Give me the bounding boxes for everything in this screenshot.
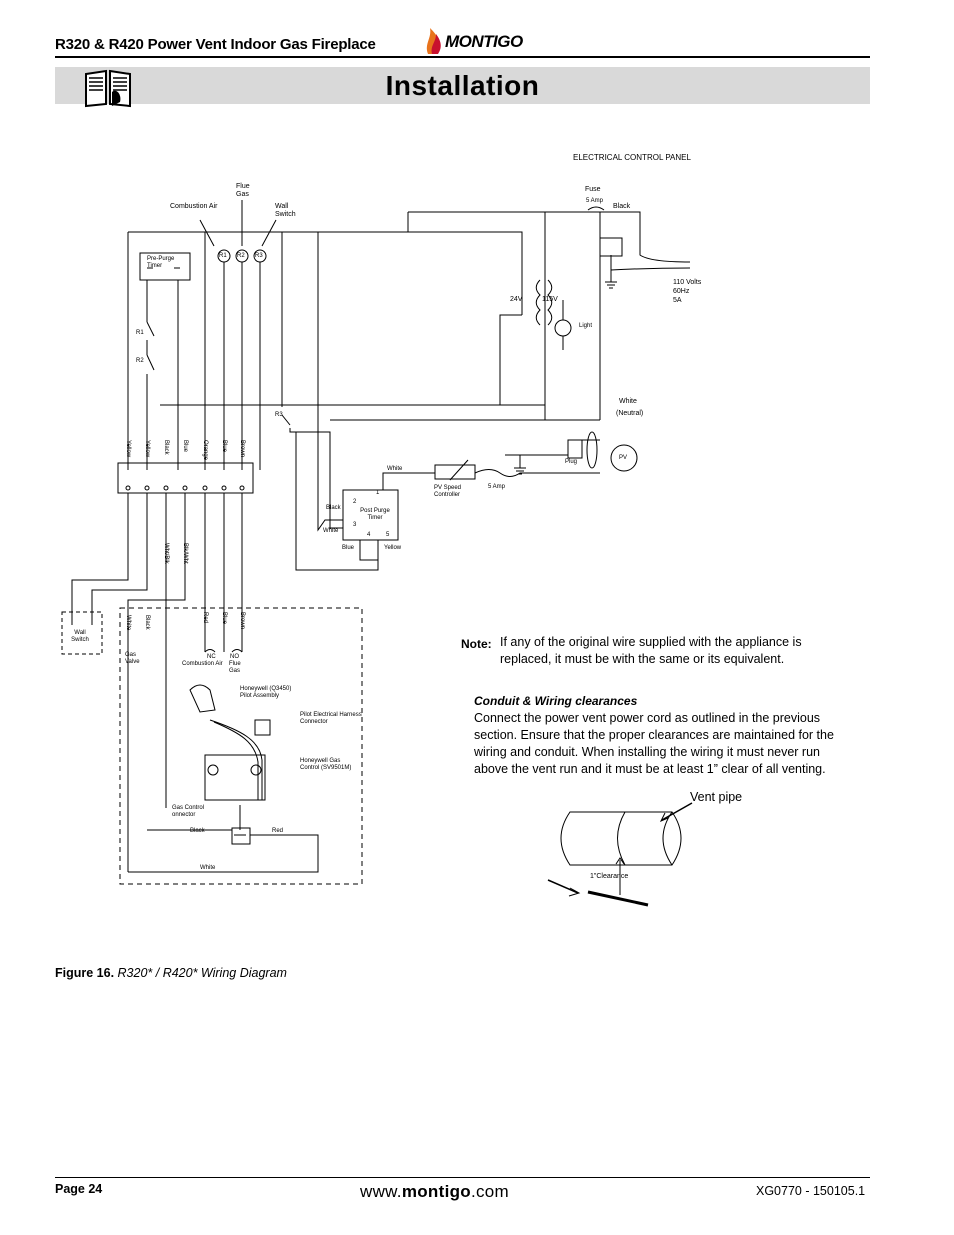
note-label: Note: [461,637,492,651]
label-nc: NC [207,654,216,660]
label-terminal-1: 1 [376,490,380,496]
figure-label: Figure 16. [55,966,115,980]
label-pp-blue: Blue [342,545,355,551]
label-terminal-2: 2 [353,499,357,505]
label-flue-gas: Flue Gas [236,183,250,198]
label-pre-purge: Pre-Purge Timer [147,256,175,269]
label-hz: 60Hz [673,288,690,295]
label-black: Black [613,203,631,210]
label-wire-yellow1: Yellow [125,440,131,458]
website-url[interactable]: www.montigo.com [360,1182,509,1202]
label-wire-yellow2: Yellow [144,440,150,458]
label-combustion-air: Combustion Air [170,203,218,210]
label-white-lower: White [125,615,131,631]
figure-caption: Figure 16. R320* / R420* Wiring Diagram [55,966,287,980]
label-white-wire: White [387,466,403,472]
label-no: NO [230,654,239,660]
clearances-text: Connect the power vent power cord as out… [474,711,834,776]
montigo-logo [426,28,441,54]
label-r1: R1 [219,253,227,259]
label-black-lower: Black [144,615,150,630]
label-red-lower: Red [202,612,208,624]
label-terminal-3: 3 [353,522,357,528]
label-honeywell-gas: Honeywell Gas Control (SV9501M) [300,758,352,771]
label-wire-blue2: Blue [221,440,227,453]
label-bot-white: White [200,865,216,871]
clearance-label: 1"Clearance [590,873,629,880]
document-number: XG0770 - 150105.1 [756,1184,866,1198]
label-white: White [619,398,637,405]
label-wire-brown: Brown [239,440,245,458]
label-115v: 115V [542,296,558,303]
website-brand: montigo [401,1182,471,1201]
document-header-title: R320 & R420 Power Vent Indoor Gas Firepl… [55,36,376,53]
label-wire-blue: Blue [182,440,188,453]
vent-pipe-label: Vent pipe [690,790,743,804]
label-amps: 5A [673,297,682,304]
label-neutral: (Neutral) [616,410,644,417]
label-volts: 110 Volts [673,279,702,286]
label-wall-switch-top: Wall Switch [275,203,296,218]
section-title: Installation [385,70,540,101]
figure-caption-text: R320* / R420* Wiring Diagram [117,966,287,980]
label-24v: 24V [510,296,523,303]
label-blue-lower: Blue [221,612,227,625]
label-wire-orange: Orange [202,440,208,461]
label-plug: Plug [565,459,578,465]
label-wall-switch: Wall Switch [71,630,89,643]
panel-title: ELECTRICAL CONTROL PANEL [573,153,691,162]
label-5amp: 5 Amp [488,484,506,490]
website-prefix: www. [360,1182,402,1201]
label-pv-speed: PV Speed Controller [434,485,462,498]
label-pilot-harness: Pilot Electrical Harness Connector [300,712,362,725]
label-gas-ctrl-conn: Gas Control onnector [172,805,205,818]
header-rule [55,56,870,58]
label-sw-r1: R1 [136,330,144,336]
label-blk-wht: Blk/Wht [182,543,188,564]
label-terminal-4: 4 [367,532,371,538]
page-number: Page 24 [55,1182,103,1196]
label-post-purge: Post Purge Timer [360,508,390,521]
label-pp-black: Black [326,505,341,511]
label-nc-sub: Combustion Air [182,661,223,667]
label-sw-r3: R3 [275,412,283,418]
manual-book-icon [85,69,131,108]
section-banner [55,67,870,104]
label-bot-red: Red [272,828,284,834]
label-gas-valve: Gas Valve [125,652,140,665]
label-sw-r2: R2 [136,358,144,364]
note-text: If any of the original wire supplied wit… [500,635,802,666]
label-pp-yellow: Yellow [384,545,402,551]
label-honeywell-pilot: Honeywell (Q3450) Pilot Assembly [240,686,292,699]
label-wire-black: Black [163,440,169,455]
footer-rule [55,1177,870,1178]
label-brown-lower: Brown [239,612,245,630]
website-suffix: .com [470,1182,510,1201]
label-light: Light [579,323,593,329]
label-fuse: Fuse [585,186,601,193]
label-terminal-5: 5 [386,532,390,538]
label-pv: PV [619,455,628,461]
label-wht-blk: Wht/Blk [163,543,169,564]
clearances-heading: Conduit & Wiring clearances [474,694,638,708]
montigo-logo-text: MONTIGO [445,32,523,51]
label-pp-white: White [323,528,339,534]
label-no-sub: Flue Gas [229,661,241,674]
label-r3: R3 [255,253,263,259]
label-fuse-amp: 5 Amp [586,198,604,204]
label-bot-black: Black [190,828,205,834]
label-r2: R2 [237,253,245,259]
